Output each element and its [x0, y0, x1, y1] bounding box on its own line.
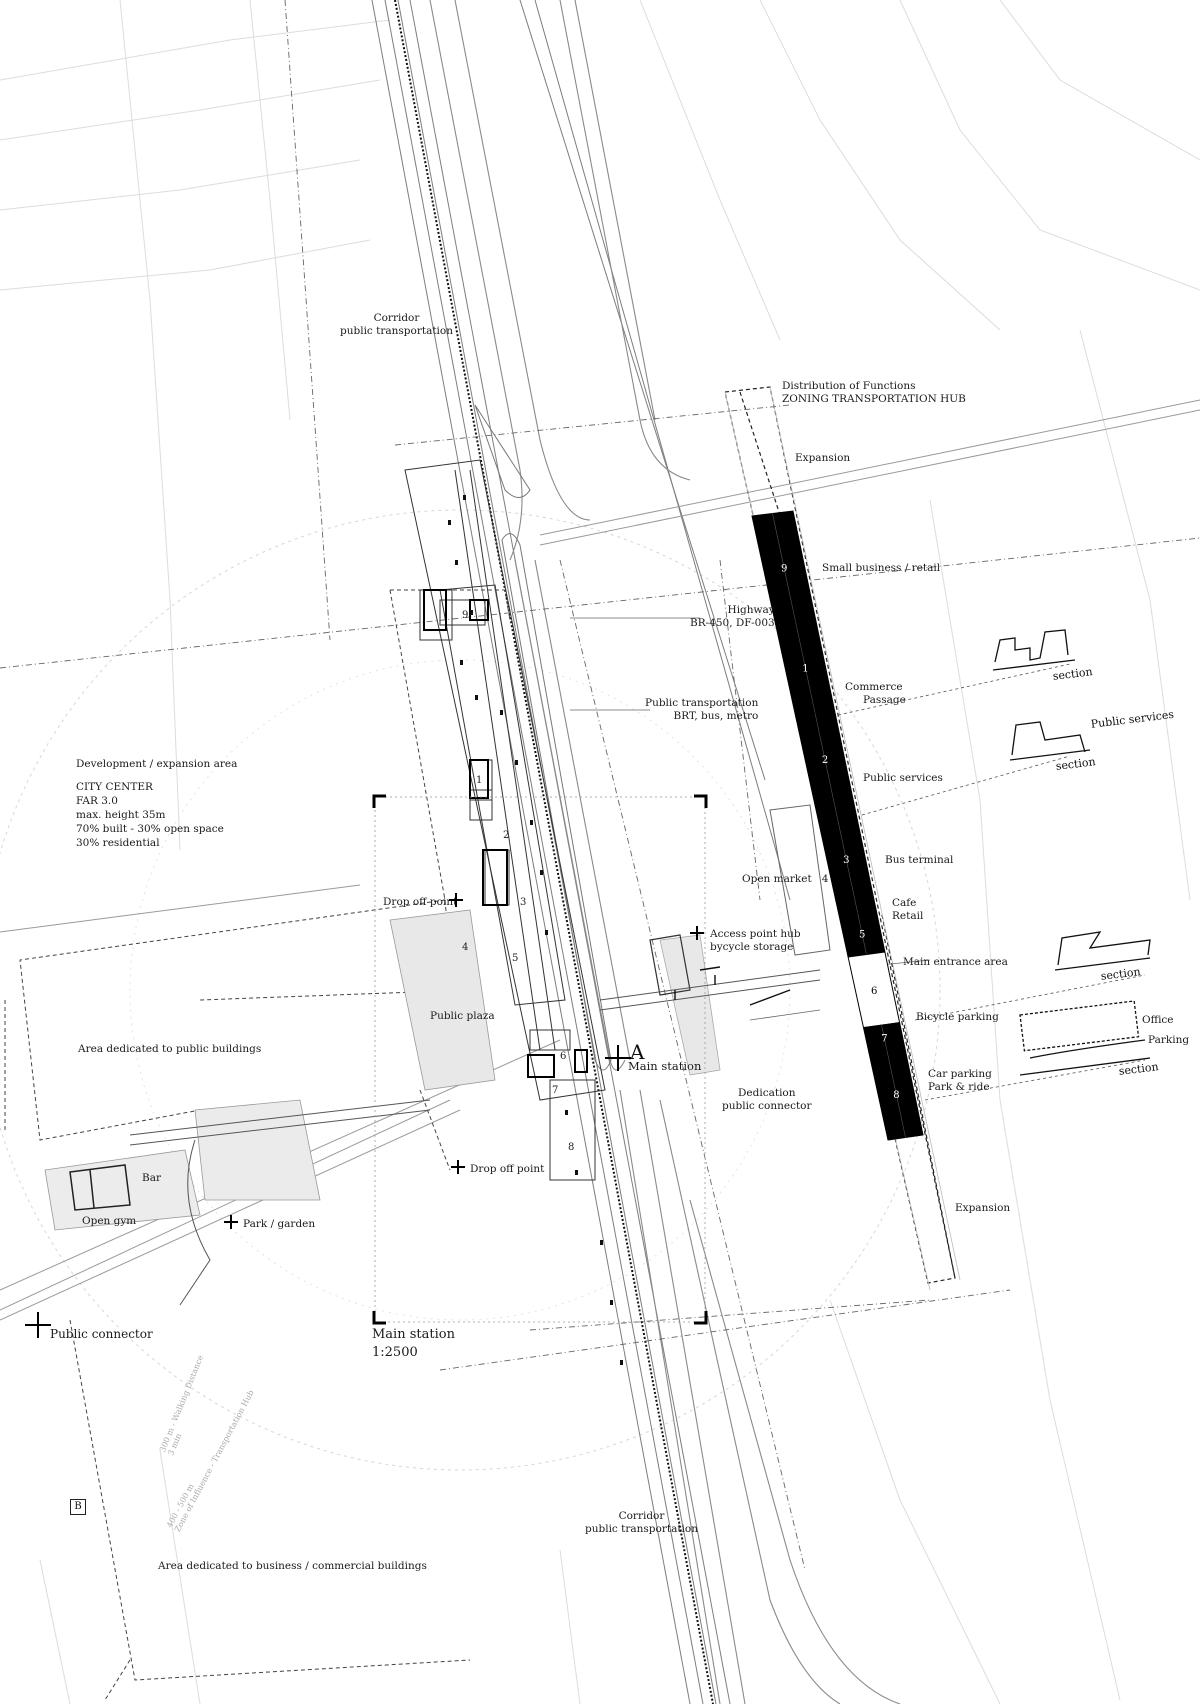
zoning-segment-axis: [857, 912, 867, 955]
drop-off-1-label: Drop off point: [383, 896, 458, 908]
scale-label: 1:2500: [372, 1345, 418, 1360]
zoning-segment-axis: [834, 804, 858, 913]
zoning-segment-axis: [772, 513, 796, 622]
rail-track: [394, 0, 714, 1704]
bus-terminal-label: Bus terminal: [885, 854, 954, 866]
station-blocks: [423, 589, 588, 1078]
main-station-marker: A: [630, 1040, 645, 1064]
expansion-bottom-label: Expansion: [955, 1202, 1011, 1214]
zoning-segment-axis: [881, 1025, 888, 1051]
public-connector-bridge: [129, 969, 821, 1306]
development-label: Development / expansion area: [76, 758, 238, 770]
zoning-segment-number: 6: [871, 986, 877, 997]
tag-b: B: [70, 1499, 86, 1515]
business-area-label: Area dedicated to business / commercial …: [158, 1560, 427, 1572]
station-number-9: 9: [462, 610, 469, 621]
parking-label: Parking: [1148, 1034, 1190, 1046]
public-connector-cross: [25, 1312, 51, 1338]
open-market-building: [769, 804, 831, 956]
zoning-segment-number: 9: [781, 564, 787, 575]
zoning-segment-axis: [886, 1050, 906, 1138]
public-connector-label: Public connector: [50, 1327, 153, 1341]
park-garden-marker: [224, 1215, 238, 1229]
parking-marks: [674, 966, 791, 1006]
zoning-segment-number: 5: [859, 930, 865, 941]
open-gym-label: Open gym: [82, 1215, 137, 1227]
drop-off-2-marker: [451, 1160, 465, 1174]
main-station-title: Main station: [372, 1327, 455, 1342]
station-ticks: [448, 495, 623, 1365]
bicycle-parking-label: Bicycle parking: [916, 1011, 999, 1023]
zoning-segment-number: 3: [843, 855, 849, 866]
zoning-segment-number: 7: [881, 1034, 887, 1045]
main-station-frame: [372, 794, 708, 1325]
section-thumbnails: [992, 629, 1151, 1076]
zoning-segment-number: 2: [822, 755, 828, 766]
station-number-1: 1: [476, 775, 483, 786]
main-station-label: Main station: [628, 1059, 702, 1073]
city-center-block: CITY CENTER FAR 3.0 max. height 35m 70% …: [76, 781, 224, 849]
station-number-4: 4: [462, 942, 469, 953]
access-point-marker: [690, 926, 704, 940]
small-business-label: Small business / retail: [822, 562, 941, 574]
zoning-segment-axis: [795, 621, 816, 714]
zoning-frame: [724, 386, 956, 1284]
office-label: Office: [1142, 1014, 1174, 1026]
zoning-segment-number: 1: [802, 663, 808, 674]
highway-islands: [474, 404, 612, 1071]
public-plaza-label: Public plaza: [430, 1010, 495, 1022]
main-entrance-label: Main entrance area: [903, 956, 1008, 968]
access-point-building: [649, 934, 691, 996]
bar-label: Bar: [142, 1172, 161, 1184]
station-platforms: [404, 459, 606, 1181]
drop-off-1-marker: [449, 893, 463, 907]
bar-building: [69, 1164, 131, 1211]
axis-lines: [0, 0, 1200, 1571]
station-number-5: 5: [512, 953, 519, 964]
public-services-label: Public services: [863, 772, 943, 784]
influence-circle: [0, 509, 941, 1471]
open-market-label: Open market 4: [742, 873, 829, 885]
station-number-7: 7: [552, 1085, 559, 1096]
section-leaders: [837, 663, 1146, 1101]
main-station-cross: [605, 1045, 631, 1071]
station-number-2: 2: [503, 830, 510, 841]
station-number-8: 8: [568, 1142, 575, 1153]
expansion-top-label: Expansion: [795, 452, 851, 464]
station-number-3: 3: [520, 897, 527, 908]
plaza-hatching: [44, 909, 721, 1231]
station-number-6: 6: [560, 1051, 567, 1062]
zoning-segment-number: 8: [893, 1090, 899, 1101]
highway-lanes: [429, 0, 901, 1704]
public-buildings-label: Area dedicated to public buildings: [78, 1043, 262, 1055]
drop-off-2-label: Drop off point: [470, 1163, 545, 1175]
zoning-segment-axis: [814, 713, 835, 805]
park-garden-label: Park / garden: [243, 1218, 316, 1230]
